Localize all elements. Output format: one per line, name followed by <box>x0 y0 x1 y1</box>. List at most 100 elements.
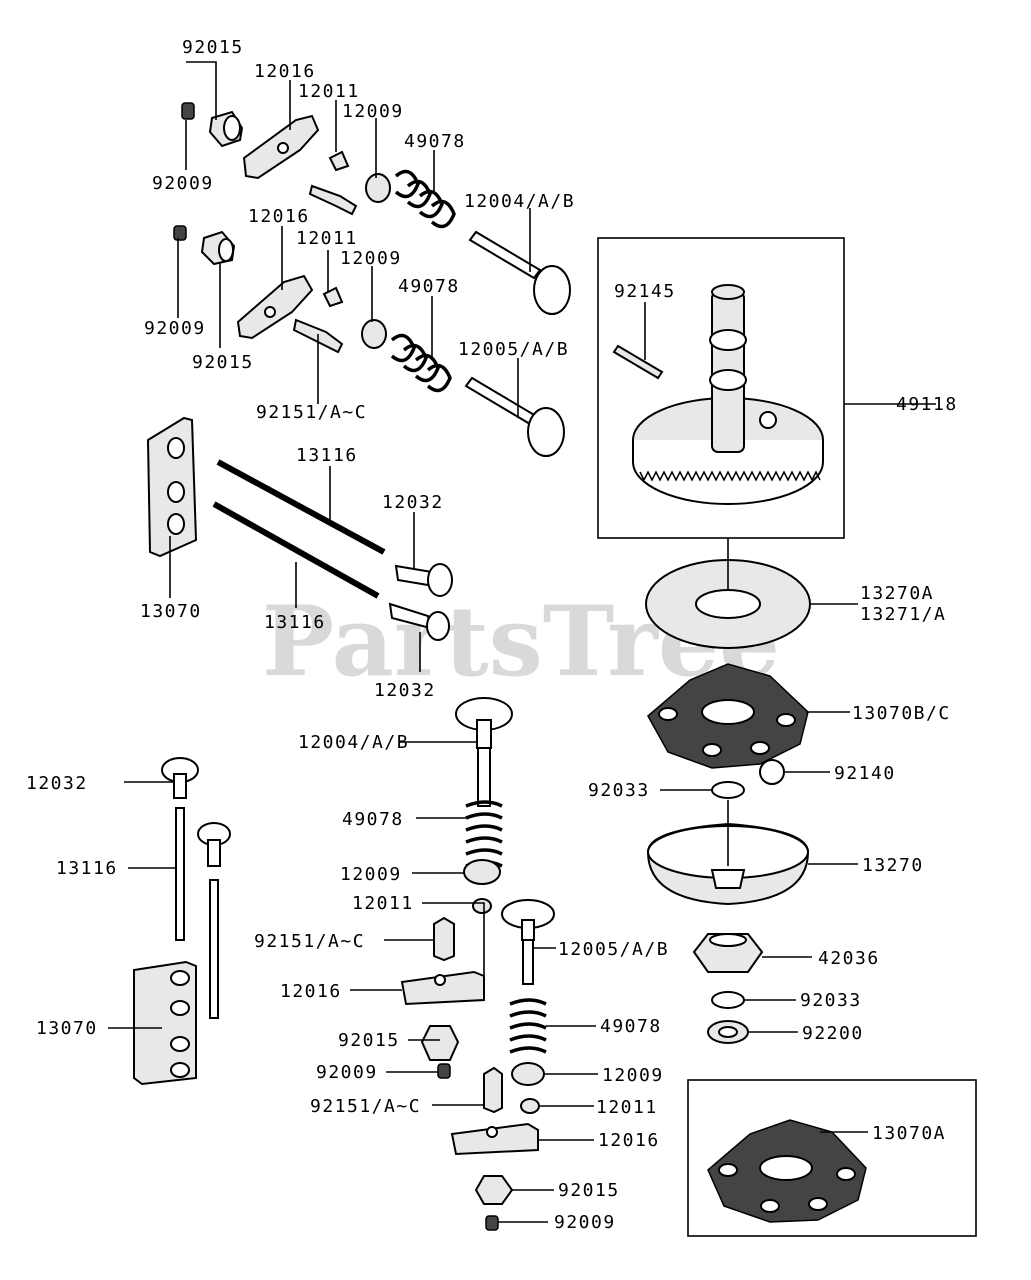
part-49078-lower-a <box>465 800 503 868</box>
part-12016-second <box>236 274 314 340</box>
leader-lines <box>108 61 936 1223</box>
second-rocker-assembly <box>173 225 565 457</box>
part-13070-lower <box>133 960 197 1086</box>
part-13116-rod-a <box>216 459 386 555</box>
label-92015-b: 92015 <box>192 352 254 373</box>
part-92151-top <box>308 184 358 216</box>
part-13116-rod-b <box>212 501 380 599</box>
label-12032-a: 12032 <box>382 492 444 513</box>
part-92009-lower-a <box>437 1063 451 1079</box>
label-49078-d: 49078 <box>600 1016 662 1037</box>
label-92015-d: 92015 <box>558 1180 620 1201</box>
label-13070BC: 13070B/C <box>852 703 951 724</box>
label-13070-a: 13070 <box>140 601 202 622</box>
part-12016-lower-a <box>400 970 485 1006</box>
part-12032-left-b <box>197 822 231 867</box>
label-49078-b: 49078 <box>398 276 460 297</box>
label-12005-b: 12005/A/B <box>558 939 669 960</box>
part-42036-sleeve <box>692 933 764 973</box>
part-49118-camshaft <box>632 284 824 505</box>
label-12011-a: 12011 <box>298 81 360 102</box>
part-92009-second <box>173 225 187 241</box>
part-13070B-governor-weight <box>647 663 809 769</box>
part-92151-lower-a <box>433 916 455 962</box>
part-12011-top <box>328 150 350 172</box>
part-12032-b <box>388 602 450 641</box>
part-49078-lower-b <box>509 998 547 1054</box>
part-12016-lower-b <box>450 1122 539 1156</box>
part-92033-lower <box>711 991 745 1009</box>
label-12011-b: 12011 <box>296 228 358 249</box>
top-rocker-assembly <box>181 102 571 315</box>
label-49118: 49118 <box>896 394 958 415</box>
part-13070A-governor-weight <box>707 1119 867 1223</box>
part-12009-lower-a <box>463 859 501 885</box>
label-92151-b: 92151/A~C <box>254 931 365 952</box>
weight-13070A-frame <box>687 1079 977 1237</box>
part-12011-lower-a <box>472 898 492 914</box>
part-12009-second <box>361 319 387 349</box>
label-92200: 92200 <box>802 1023 864 1044</box>
label-13116-b: 13116 <box>264 612 326 633</box>
part-12032-left <box>161 757 199 799</box>
label-49078-a: 49078 <box>404 131 466 152</box>
part-92145-pin <box>612 344 664 380</box>
label-92151-c: 92151/A~C <box>310 1096 421 1117</box>
part-92033-upper <box>711 781 745 799</box>
camshaft-frame <box>597 237 845 539</box>
part-12032-a <box>394 563 453 597</box>
label-13271A: 13271/A <box>860 604 946 625</box>
part-12005-lower <box>501 899 555 985</box>
part-13116-left <box>175 807 185 941</box>
label-12011-d: 12011 <box>596 1097 658 1118</box>
label-13270A: 13270A <box>860 583 934 604</box>
label-13116-a: 13116 <box>296 445 358 466</box>
part-92015-lower-a <box>420 1025 460 1061</box>
part-92009-top <box>181 102 195 120</box>
part-49078-top <box>394 169 456 229</box>
label-12016-b: 12016 <box>248 206 310 227</box>
label-92033-a: 92033 <box>588 780 650 801</box>
part-12004-top <box>468 230 571 315</box>
label-12009-b: 12009 <box>340 248 402 269</box>
part-12009-lower-b <box>511 1062 545 1086</box>
part-labels: 92015 12016 12011 12009 49078 92009 1200… <box>26 37 958 1233</box>
label-92145: 92145 <box>614 281 676 302</box>
label-12005-a: 12005/A/B <box>458 339 569 360</box>
label-12009-a: 12009 <box>342 101 404 122</box>
label-92015-c: 92015 <box>338 1030 400 1051</box>
label-92151-a: 92151/A~C <box>256 402 367 423</box>
part-12011-lower-b <box>520 1098 540 1114</box>
label-13070-b: 13070 <box>36 1018 98 1039</box>
part-92015-lower-b <box>474 1175 514 1205</box>
label-92015-a: 92015 <box>182 37 244 58</box>
part-12005-second <box>464 376 565 457</box>
part-92151-lower-b <box>483 1066 503 1114</box>
part-12009-top <box>365 173 391 203</box>
part-92015-second <box>200 230 236 266</box>
part-92140-ball <box>759 759 785 785</box>
label-12011-c: 12011 <box>352 893 414 914</box>
label-13116-c: 13116 <box>56 858 118 879</box>
label-92009-a: 92009 <box>152 173 214 194</box>
label-12016-d: 12016 <box>598 1130 660 1151</box>
label-42036: 42036 <box>818 948 880 969</box>
part-92009-lower-b <box>485 1215 499 1231</box>
label-92140: 92140 <box>834 763 896 784</box>
label-92009-b: 92009 <box>144 318 206 339</box>
label-12032-c: 12032 <box>26 773 88 794</box>
part-12011-second <box>322 286 344 308</box>
part-12004-lower <box>455 697 513 807</box>
label-12009-c: 12009 <box>340 864 402 885</box>
label-12009-d: 12009 <box>602 1065 664 1086</box>
label-92009-d: 92009 <box>554 1212 616 1233</box>
label-49078-c: 49078 <box>342 809 404 830</box>
label-92009-c: 92009 <box>316 1062 378 1083</box>
label-12004-b: 12004/A/B <box>298 732 409 753</box>
label-92033-b: 92033 <box>800 990 862 1011</box>
part-49078-second <box>390 333 452 393</box>
label-12032-b: 12032 <box>374 680 436 701</box>
label-12004-a: 12004/A/B <box>464 191 575 212</box>
label-12016-a: 12016 <box>254 61 316 82</box>
